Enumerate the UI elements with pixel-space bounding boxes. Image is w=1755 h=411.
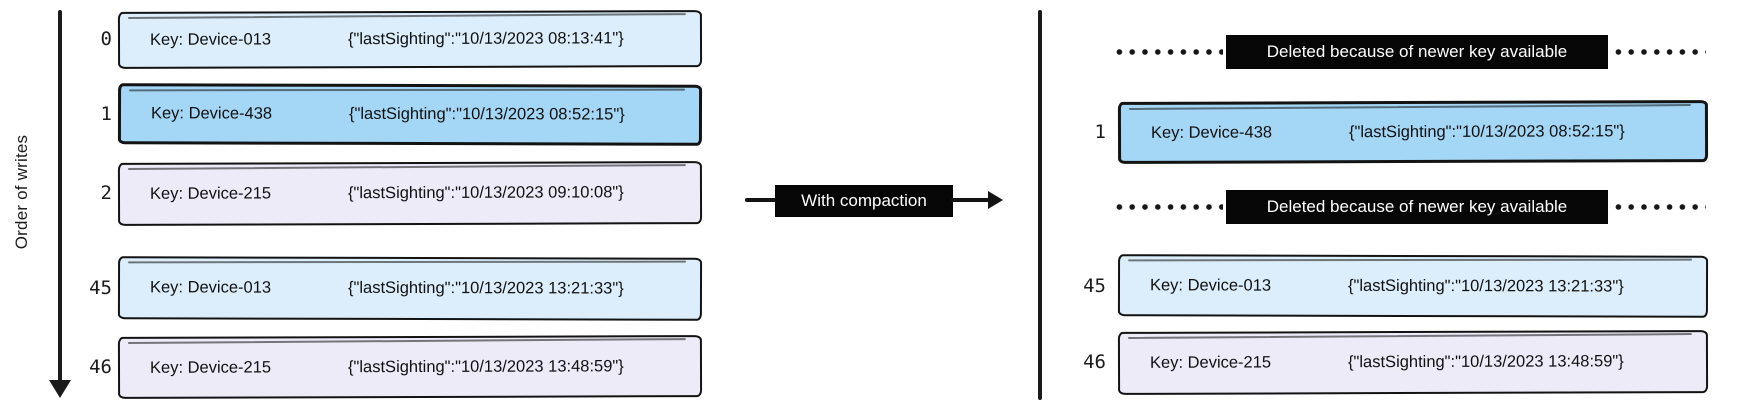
arrow-down-icon <box>49 380 71 398</box>
record-key: Key: Device-438 <box>150 104 273 123</box>
with-compaction-badge: With compaction <box>775 185 953 217</box>
record-value: {"lastSighting":"10/13/2023 08:13:41"} <box>347 29 624 49</box>
record-key: Key: Device-013 <box>1149 275 1272 295</box>
order-of-writes-arrow-line <box>58 10 62 382</box>
order-of-writes-label: Order of writes <box>12 134 31 250</box>
record-key: Key: Device-215 <box>149 357 272 377</box>
record-value: {"lastSighting":"10/13/2023 13:21:33"} <box>347 278 624 298</box>
record-key: Key: Device-438 <box>1150 122 1273 142</box>
record-value: {"lastSighting":"10/13/2023 13:48:59"} <box>347 356 624 376</box>
record-key: Key: Device-215 <box>1149 353 1272 372</box>
arrow-right-icon <box>988 191 1003 209</box>
record-box: Key: Device-013 {"lastSighting":"10/13/2… <box>117 10 703 69</box>
record-key: Key: Device-013 <box>149 278 272 297</box>
left-row-index: 1 <box>100 103 112 125</box>
dotted-line <box>1612 49 1706 55</box>
dotted-line <box>1612 204 1706 210</box>
record-box: Key: Device-013 {"lastSighting":"10/13/2… <box>117 256 703 321</box>
left-row-index: 45 <box>89 277 112 299</box>
record-value: {"lastSighting":"10/13/2023 09:10:08"} <box>347 183 624 203</box>
record-box: Key: Device-215 {"lastSighting":"10/13/2… <box>117 335 703 399</box>
record-box: Key: Device-215 {"lastSighting":"10/13/2… <box>117 161 703 226</box>
right-log-axis-line <box>1038 10 1042 400</box>
left-row-index: 2 <box>100 182 112 204</box>
dotted-line <box>1113 204 1223 210</box>
left-row-index: 46 <box>89 356 112 378</box>
record-box: Key: Device-438 {"lastSighting":"10/13/2… <box>1117 100 1709 164</box>
record-box: Key: Device-438 {"lastSighting":"10/13/2… <box>117 83 703 146</box>
compaction-arrow-shaft <box>951 198 991 202</box>
record-box: Key: Device-215 {"lastSighting":"10/13/2… <box>1117 330 1709 395</box>
right-row-index: 45 <box>1083 275 1106 297</box>
record-value: {"lastSighting":"10/13/2023 13:48:59"} <box>1347 352 1624 372</box>
record-value: {"lastSighting":"10/13/2023 08:52:15"} <box>1348 121 1625 141</box>
right-row-index: 46 <box>1083 351 1106 373</box>
record-box: Key: Device-013 {"lastSighting":"10/13/2… <box>1117 254 1709 318</box>
record-key: Key: Device-013 <box>149 30 272 49</box>
record-key: Key: Device-215 <box>149 184 272 203</box>
deleted-badge: Deleted because of newer key available <box>1226 35 1608 69</box>
record-value: {"lastSighting":"10/13/2023 13:21:33"} <box>1347 276 1624 296</box>
dotted-line <box>1113 49 1223 55</box>
deleted-badge: Deleted because of newer key available <box>1226 190 1608 224</box>
compaction-arrow-stem <box>745 198 777 202</box>
right-row-index: 1 <box>1094 121 1106 143</box>
record-value: {"lastSighting":"10/13/2023 08:52:15"} <box>348 104 625 124</box>
left-row-index: 0 <box>100 28 112 50</box>
